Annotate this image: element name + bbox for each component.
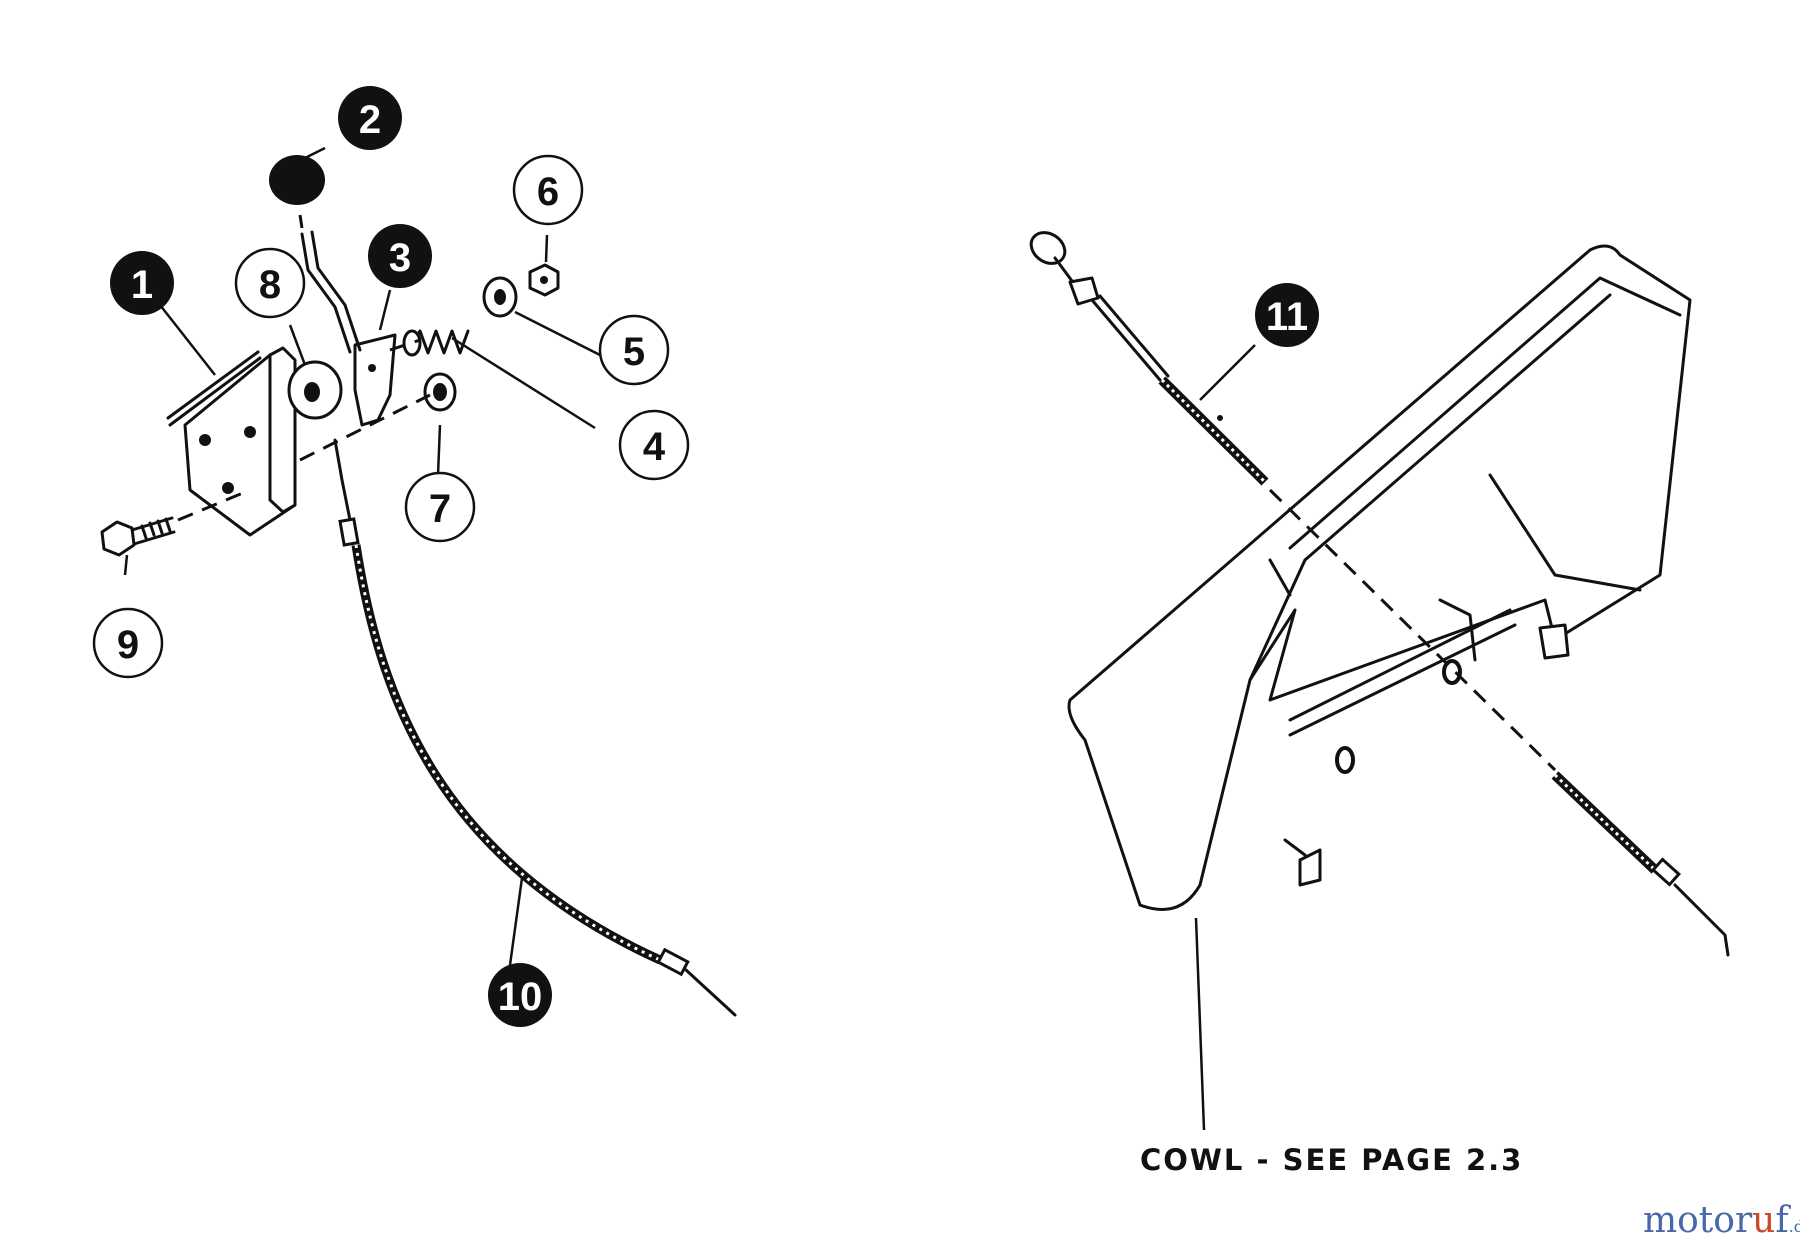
callout-3-label: 3	[389, 236, 411, 280]
callout-11-label: 11	[1266, 295, 1308, 339]
right-assembly	[1029, 231, 1730, 1131]
cowl	[1067, 244, 1692, 911]
callout-layer: 1 2 3 4 5 6 7 8 9 10 11	[92, 86, 1319, 1027]
left-assembly	[100, 146, 737, 1017]
nut-6	[528, 263, 560, 297]
watermark-tld: .de	[1789, 1217, 1800, 1236]
callout-4: 4	[618, 409, 690, 481]
callout-3: 3	[368, 224, 432, 288]
callout-10: 10	[488, 963, 552, 1027]
watermark-part-2: u	[1752, 1200, 1775, 1241]
washer-8	[287, 360, 343, 420]
callout-9: 9	[92, 607, 164, 679]
lever-rod	[269, 155, 362, 354]
callout-4-circle	[618, 409, 690, 481]
callout-9-circle	[92, 607, 164, 679]
watermark-part-3: f	[1775, 1200, 1791, 1241]
callout-5-label: 5	[623, 330, 645, 374]
callout-11: 11	[1255, 283, 1319, 347]
locknut-7	[423, 372, 457, 412]
callout-2-circle	[338, 86, 402, 150]
callout-8-circle	[234, 247, 306, 319]
callout-1-circle	[110, 251, 174, 315]
callout-10-circle	[488, 963, 552, 1027]
callout-11-circle	[1255, 283, 1319, 347]
callout-6-circle	[512, 154, 584, 226]
watermark-logo: motoruf.de	[1643, 1200, 1800, 1241]
watermark-part-1: motor	[1643, 1200, 1753, 1241]
callout-7-circle	[404, 471, 476, 543]
spring-4	[402, 329, 470, 357]
callout-2-label: 2	[359, 98, 381, 142]
callout-3-circle	[368, 224, 432, 288]
callout-6-label: 6	[537, 170, 559, 214]
callout-4-label: 4	[643, 425, 666, 469]
bolt-9	[100, 516, 176, 557]
washer-5	[482, 276, 518, 318]
callout-9-label: 9	[117, 623, 139, 667]
callout-8-label: 8	[259, 263, 281, 307]
callout-10-label: 10	[498, 975, 543, 1019]
callout-7: 7	[404, 471, 476, 543]
callout-2: 2	[338, 86, 402, 150]
callout-1-label: 1	[131, 263, 153, 307]
callout-7-label: 7	[429, 487, 451, 531]
mounting-bracket	[166, 346, 297, 537]
cowl-note: COWL - SEE PAGE 2.3	[1140, 1143, 1523, 1177]
cable-11	[1029, 231, 1730, 957]
callout-5: 5	[598, 314, 670, 386]
control-cable-10	[333, 438, 737, 1017]
callout-1: 1	[110, 251, 174, 315]
callout-5-circle	[598, 314, 670, 386]
callout-6: 6	[512, 154, 584, 226]
callout-8: 8	[234, 247, 306, 319]
